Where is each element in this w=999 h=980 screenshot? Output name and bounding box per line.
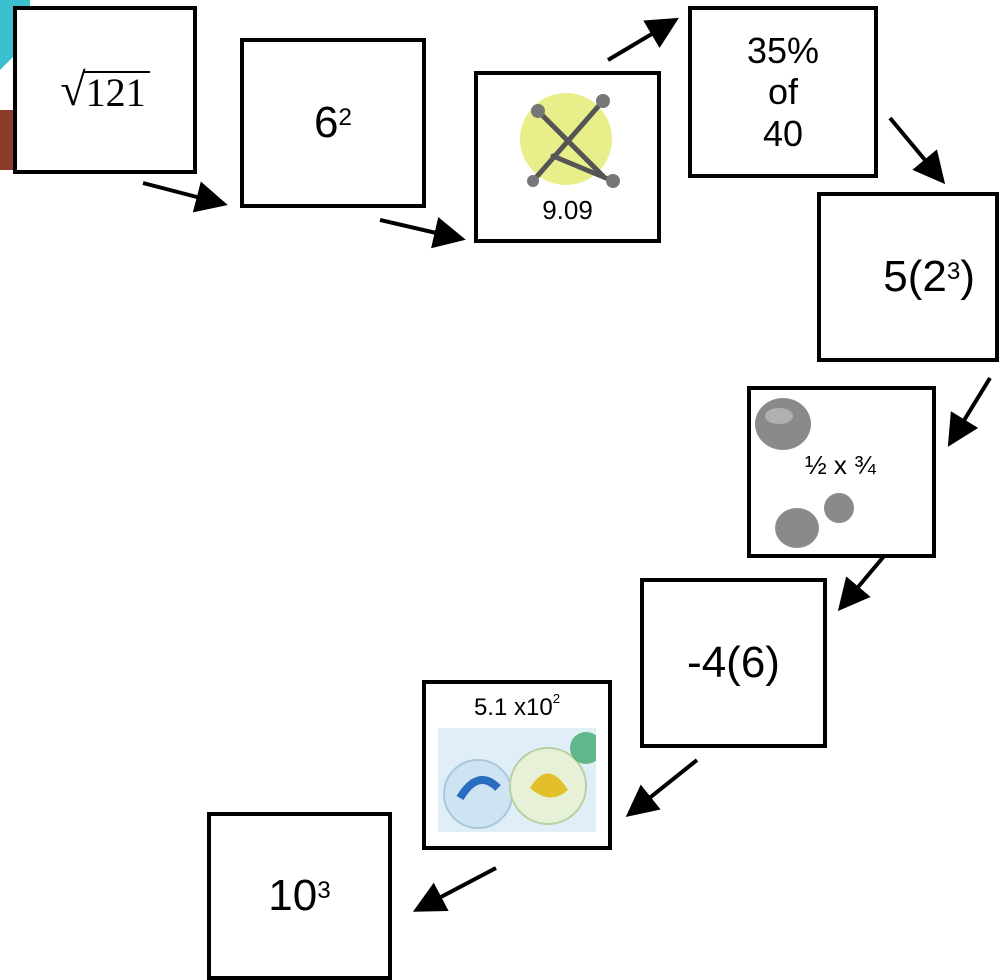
- number-line: 40: [762, 112, 804, 154]
- arrow-4: [888, 116, 946, 185]
- arrow-7: [625, 758, 699, 817]
- exponent: 3: [317, 877, 331, 905]
- arrow-3: [606, 17, 679, 62]
- prefix: 5(: [883, 252, 923, 301]
- card-stones: ½ x ¾: [747, 386, 936, 558]
- sqrt-expression: √ 121: [60, 64, 150, 115]
- exponent: 3: [946, 258, 961, 286]
- exponent: 2: [552, 691, 561, 707]
- base: 6: [314, 98, 339, 147]
- scientific-notation: 5.1 x102: [473, 691, 561, 722]
- card-nails: 9.09: [474, 71, 661, 243]
- card-sqrt-121: √ 121: [13, 6, 197, 174]
- card-negative-four-times-six: -4(6): [640, 578, 827, 748]
- exponent: 2: [338, 104, 352, 132]
- nails-icon: [519, 93, 620, 188]
- arrow-1: [142, 181, 228, 213]
- nails-value: 9.09: [542, 195, 593, 225]
- base: 10: [268, 871, 318, 920]
- expression: -4(6): [687, 638, 780, 687]
- marbles-icon: [438, 728, 596, 832]
- percent-line: 35%: [746, 29, 820, 71]
- arrow-6: [837, 553, 887, 612]
- suffix: ): [960, 252, 975, 301]
- stones-icon: [755, 398, 854, 548]
- base: 2: [922, 252, 947, 301]
- arrow-2: [379, 217, 466, 249]
- fraction-expression: ½ x ¾: [805, 450, 876, 480]
- arrow-5: [947, 376, 992, 447]
- radicand: 121: [83, 71, 150, 113]
- mantissa: 5.1 x10: [473, 694, 553, 721]
- arrow-8: [412, 866, 497, 912]
- of-line: of: [767, 71, 799, 113]
- card-35-percent-of-40: 35% of 40: [688, 6, 878, 178]
- card-marbles: 5.1 x102: [422, 680, 612, 850]
- radical-sign: √: [60, 64, 86, 115]
